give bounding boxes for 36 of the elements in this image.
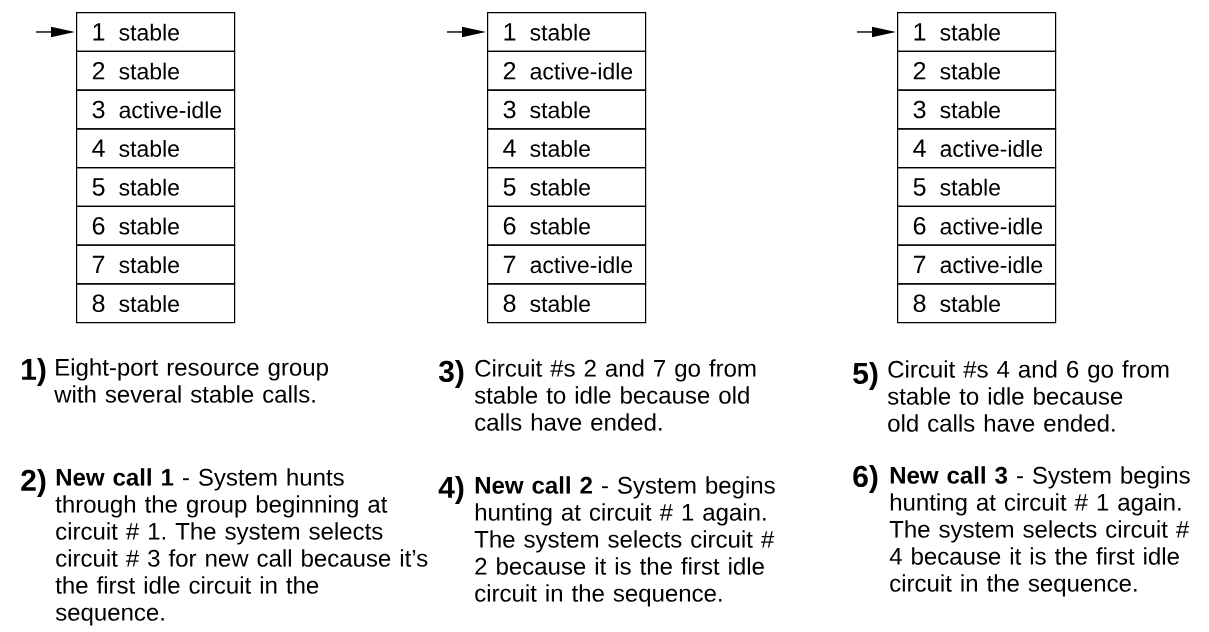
step-number: 6) xyxy=(853,465,878,493)
table-cell: 2 stable xyxy=(897,50,1057,91)
table-cell: 2 stable xyxy=(76,50,236,91)
table-cell: 3 stable xyxy=(487,89,647,130)
table-cell: 8 stable xyxy=(897,283,1057,324)
table-cell: 7 active-idle xyxy=(487,244,647,285)
table-cell: 4 stable xyxy=(76,128,236,169)
table-cell: 3 active-idle xyxy=(76,89,236,130)
step-note: New call 3 - System begins hunting at circuit # 1 again. The system selects circuit # 4 because it is the first idle circuit in the sequence. xyxy=(889,466,1190,597)
step-number: 2) xyxy=(21,469,46,497)
table-cell: 6 stable xyxy=(76,205,236,246)
step-number: 3) xyxy=(438,360,464,388)
table-cell: 5 stable xyxy=(76,167,236,207)
table-cell: 6 stable xyxy=(487,205,647,246)
step-note: New call 2 - System begins hunting at circuit # 1 again. The system selects circuit # 2 because it is the first idle circuit in the sequence. xyxy=(474,476,775,607)
step-note: New call 1 - System hunts through the group beginning at circuit # 1. The system selects circuit # 3 for new call because it’s the first idle circuit in the sequence. xyxy=(55,468,428,626)
table-cell: 5 stable xyxy=(487,167,647,207)
step-note: Circuit #s 4 and 6 go from stable to idle because old calls have ended. xyxy=(887,360,1169,432)
step-number: 4) xyxy=(438,476,464,504)
table-cell: 5 stable xyxy=(897,167,1057,207)
table-cell: 4 stable xyxy=(487,128,647,169)
table-cell: 4 active-idle xyxy=(897,128,1057,169)
step-note: Circuit #s 2 and 7 go from stable to idle because old calls have ended. xyxy=(474,359,756,431)
table-cell: 1 stable xyxy=(897,12,1057,52)
step-note: Eight-port resource group with several stable calls. xyxy=(54,358,328,403)
table-cell: 8 stable xyxy=(487,283,647,324)
table-cell: 7 active-idle xyxy=(897,244,1057,285)
table-cell: 1 stable xyxy=(487,12,647,52)
table-cell: 7 stable xyxy=(76,244,236,285)
table-cell: 1 stable xyxy=(76,12,236,52)
step-number: 5) xyxy=(853,362,878,390)
table-cell: 8 stable xyxy=(76,283,236,324)
step-number: 1) xyxy=(22,358,46,386)
table-cell: 3 stable xyxy=(897,89,1057,130)
table-cell: 6 active-idle xyxy=(897,205,1057,246)
table-cell: 2 active-idle xyxy=(487,50,647,91)
